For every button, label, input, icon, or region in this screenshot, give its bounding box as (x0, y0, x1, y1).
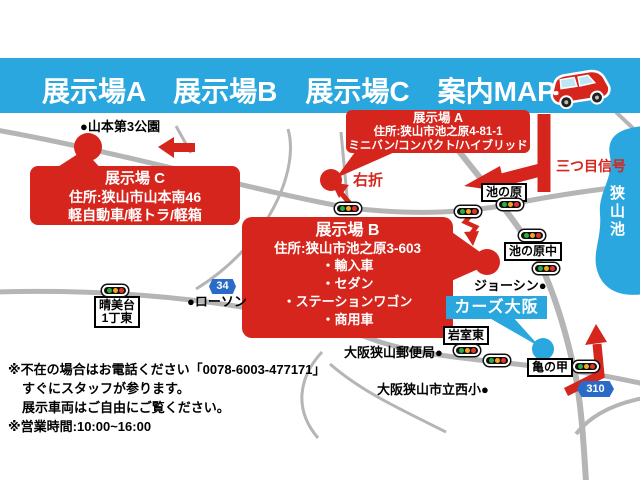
traffic-signal-icon (519, 230, 545, 241)
footer-note-line: すぐにスタッフが参ります。 (22, 381, 190, 396)
route-shield-310: 310 (577, 381, 614, 397)
poi-label-park: ●山本第3公園 (80, 119, 161, 134)
traffic-signal-icon (102, 285, 128, 296)
road-diagonal (427, 110, 589, 480)
site-a-vehicles: ミニバン/コンパクト/ハイブリッド (348, 140, 528, 152)
callout-site-b: 展示場 B 住所:狭山市池之原3-603 ・輸入車 ・セダン ・ステーションワゴ… (242, 217, 453, 338)
site-b-item: ・輸入車 (321, 258, 374, 273)
intersection-label-kamenokou: 亀の甲 (527, 358, 574, 377)
poi-label-joshin: ジョーシン● (474, 278, 547, 293)
route-shield-34: 34 (209, 279, 236, 294)
dealer-pointer-tail (486, 316, 540, 347)
site-c-address: 住所:狭山市山本南46 (68, 189, 202, 205)
sayama-lake-shape (595, 126, 640, 295)
footer-note-line: 展示車両はご自由にご覧ください。 (22, 400, 230, 415)
west-arrow-icon (158, 137, 195, 158)
traffic-signal-icon (533, 263, 559, 274)
route310-arrow-shaft (563, 343, 605, 397)
site-c-vehicles: 軽自動車/軽トラ/軽箱 (68, 207, 202, 223)
traffic-signal-icon (573, 361, 599, 372)
site-b-marker-dot (474, 249, 500, 275)
traffic-signal-icon (454, 345, 480, 356)
callout-b-tail (449, 230, 494, 282)
callout-site-a: 展示場 A 住所:狭山市池之原4-81-1 ミニバン/コンパクト/ハイブリッド (346, 110, 530, 153)
harumidai-line2: 1丁東 (101, 311, 133, 325)
site-a-address: 住所:狭山市池之原4-81-1 (373, 126, 503, 138)
site-b-address: 住所:狭山市池之原3-603 (273, 241, 422, 256)
traffic-signal-icon (455, 206, 481, 217)
page-title: 展示場A 展示場B 展示場C 案内MAP (42, 76, 556, 107)
dealer-location-dot (532, 338, 554, 360)
callout-site-c: 展示場 C 住所:狭山市山本南46 軽自動車/軽トラ/軽箱 (30, 166, 240, 225)
right-turn-label: 右折 (353, 172, 384, 189)
site-b-route-arrow-head (464, 231, 479, 246)
intersection-label-harumidai: 晴美台 1丁東 (94, 296, 141, 328)
road-minor-2 (195, 128, 292, 291)
traffic-signal-icon (335, 203, 361, 214)
route310-arrow-head (585, 324, 607, 345)
site-b-item: ・ステーションワゴン (282, 294, 413, 309)
footer-note-line: ※営業時間:10:00~16:00 (8, 419, 152, 434)
road-main-east-west (0, 128, 640, 215)
poi-label-post-office: 大阪狭山郵便局● (344, 345, 443, 360)
site-a-title: 展示場 A (412, 111, 463, 125)
lake-name-label: 狭山池 (608, 185, 625, 239)
intersection-label-iwamuro: 岩室東 (443, 326, 490, 345)
road-minor-7 (574, 396, 640, 436)
intersection-label-ikenohara-naka: 池の原中 (504, 242, 563, 261)
third-signal-arrow-branch (496, 161, 550, 188)
harumidai-line1: 晴美台 (99, 298, 136, 312)
site-a-marker-dot (320, 169, 342, 191)
road-minor-5 (329, 362, 447, 434)
site-c-title: 展示場 C (104, 170, 165, 187)
poi-label-lawson: ●ローソン (187, 294, 247, 309)
header-bar: 展示場A 展示場B 展示場C 案内MAP (0, 58, 640, 113)
dealer-name-label: カーズ大阪 (446, 296, 547, 319)
car-icon (550, 69, 611, 109)
footer-notes: ※不在の場合はお電話ください「0078-6003-477171」 すぐにスタッフ… (8, 360, 326, 436)
footer-note-line: ※不在の場合はお電話ください「0078-6003-477171」 (8, 362, 326, 377)
road-minor-6 (614, 110, 640, 139)
site-c-marker-dot (74, 133, 102, 161)
road-minor-4 (300, 350, 324, 439)
site-b-item: ・セダン (321, 276, 374, 291)
site-b-title: 展示場 B (315, 222, 380, 239)
traffic-signal-icon (484, 355, 510, 366)
site-b-route-arrow-shaft (461, 212, 480, 236)
traffic-signal-icon (497, 199, 523, 210)
callout-a-tail (336, 148, 404, 178)
site-b-item: ・商用車 (321, 312, 374, 327)
third-signal-label: 三つ目信号 (556, 158, 626, 174)
poi-label-school: 大阪狭山市立西小● (377, 382, 489, 397)
